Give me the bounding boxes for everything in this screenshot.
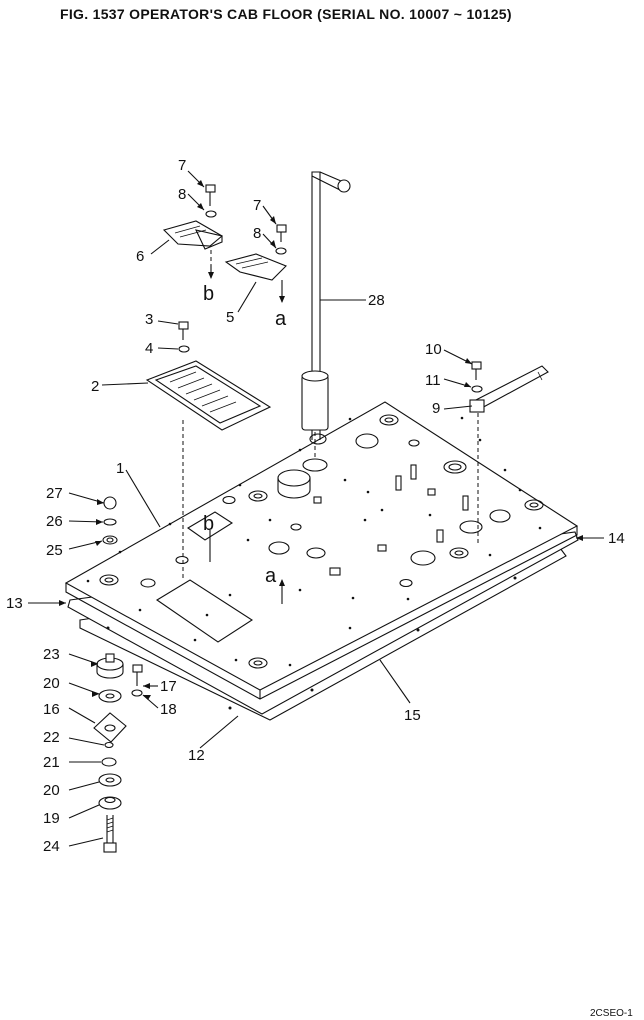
washer-8-lower	[275, 247, 287, 255]
floor-bolt-dots	[86, 416, 542, 667]
label-21: 21	[43, 754, 60, 771]
label-20-lower: 20	[43, 782, 60, 799]
label-7-upper: 7	[178, 157, 186, 174]
label-9: 9	[432, 400, 440, 417]
label-25: 25	[46, 542, 63, 559]
bolt-10	[471, 361, 482, 380]
leader-arrows	[59, 180, 583, 700]
reference-letters: b a b a	[203, 283, 287, 587]
washer-8-upper	[205, 210, 217, 218]
label-20-upper: 20	[43, 675, 60, 692]
label-18: 18	[160, 701, 177, 718]
bolt-3	[178, 321, 189, 340]
label-15: 15	[404, 707, 421, 724]
washer-11	[471, 385, 483, 393]
bolt-7-lower	[276, 224, 287, 242]
ref-a-top: a	[275, 308, 287, 330]
label-13: 13	[6, 595, 23, 612]
label-8-upper: 8	[178, 186, 186, 203]
lever-28	[277, 171, 351, 499]
label-24: 24	[43, 838, 60, 855]
floor-bosses	[313, 464, 469, 576]
label-17: 17	[160, 678, 177, 695]
cover-2	[145, 360, 272, 431]
part-labels: 7 8 6 7 8 5 3 4 2 1 28 10 11 9 27 26 25 …	[6, 157, 625, 855]
washer-22	[104, 741, 114, 749]
pedal-5	[224, 253, 287, 281]
bolt-17	[132, 664, 143, 686]
floor-holes	[99, 414, 544, 669]
label-6: 6	[136, 248, 144, 265]
floor-opening	[155, 579, 254, 643]
washer-26	[103, 518, 117, 526]
label-26: 26	[46, 513, 63, 530]
label-2: 2	[91, 378, 99, 395]
label-23: 23	[43, 646, 60, 663]
ref-b-top: b	[203, 283, 214, 305]
label-11: 11	[425, 372, 441, 389]
figure-title: FIG. 1537 OPERATOR'S CAB FLOOR (SERIAL N…	[60, 6, 512, 22]
washer-4	[178, 345, 190, 353]
label-7-lower: 7	[253, 197, 261, 214]
nut-27	[103, 496, 117, 510]
drawing-reference-code: 2CSEO-1	[590, 1008, 633, 1019]
ref-a-floor: a	[265, 565, 277, 587]
label-5: 5	[226, 309, 234, 326]
mount-23	[96, 653, 124, 679]
washer-18	[131, 689, 143, 697]
bracket-9	[469, 365, 549, 413]
label-10: 10	[425, 341, 442, 358]
washer-21	[101, 757, 117, 767]
label-3: 3	[145, 311, 153, 328]
label-12: 12	[188, 747, 205, 764]
mount-19	[98, 796, 122, 810]
label-19: 19	[43, 810, 60, 827]
label-14: 14	[608, 530, 625, 547]
label-28: 28	[368, 292, 385, 309]
label-1: 1	[116, 460, 124, 477]
washer-25	[102, 535, 118, 545]
label-16: 16	[43, 701, 60, 718]
bolt-7-upper	[205, 184, 216, 206]
label-22: 22	[43, 729, 60, 746]
label-27: 27	[46, 485, 63, 502]
plate-16	[93, 712, 127, 743]
pedal-6	[162, 220, 223, 250]
label-8-lower: 8	[253, 225, 261, 242]
washer-20-lower	[98, 773, 122, 787]
label-4: 4	[145, 340, 153, 357]
bolt-24	[103, 815, 117, 853]
ref-b-floor: b	[203, 513, 214, 535]
washer-20-upper	[98, 689, 122, 703]
